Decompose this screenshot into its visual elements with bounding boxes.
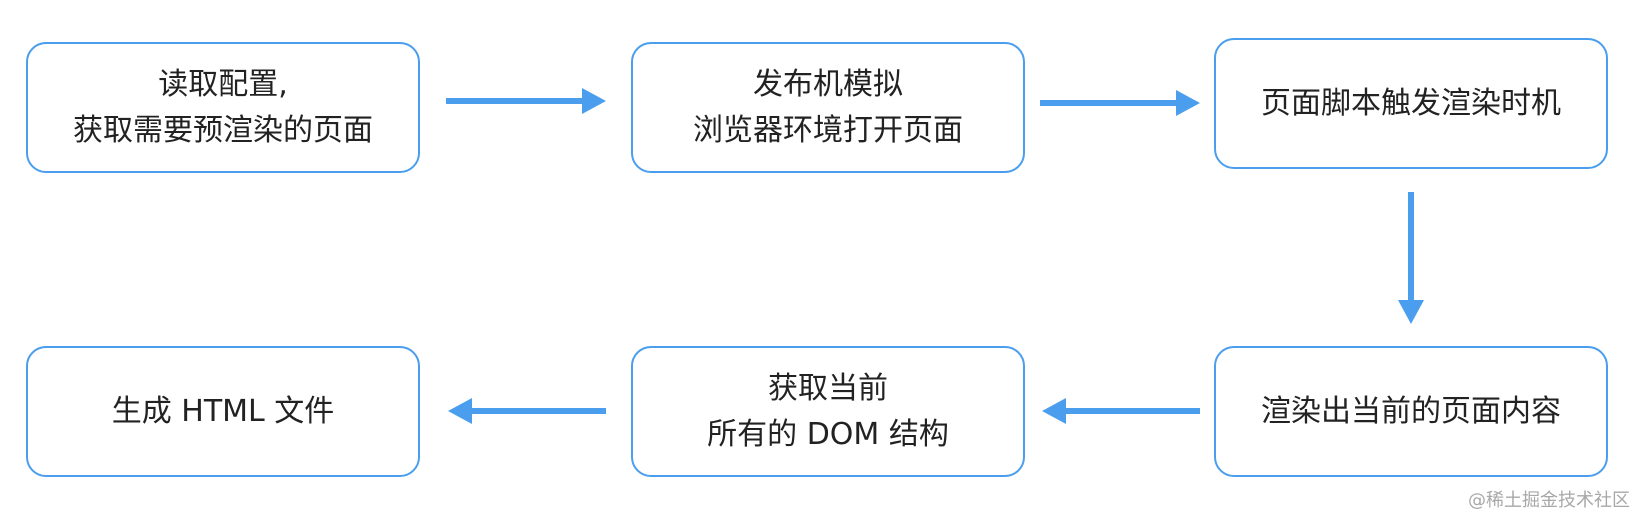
watermark: @稀土掘金技术社区 [1468, 490, 1630, 511]
arrow-script-trigger-to-render [1398, 192, 1424, 324]
node-publisher-simulate-line2: 浏览器环境打开页面 [693, 112, 963, 148]
node-publisher-simulate: 发布机模拟 浏览器环境打开页面 [631, 42, 1025, 173]
node-read-config: 读取配置, 获取需要预渲染的页面 [26, 42, 420, 173]
arrow-publisher-to-script-trigger [1040, 90, 1200, 116]
node-generate-html-line1: 生成 HTML 文件 [111, 393, 335, 429]
node-read-config-line2: 获取需要预渲染的页面 [73, 112, 373, 148]
node-script-trigger: 页面脚本触发渲染时机 [1214, 38, 1608, 169]
arrow-get-dom-to-generate-html [448, 398, 606, 424]
node-render-content: 渲染出当前的页面内容 [1214, 346, 1608, 477]
node-generate-html: 生成 HTML 文件 [26, 346, 420, 477]
node-read-config-line1: 读取配置, [158, 66, 288, 102]
node-get-dom-line1: 获取当前 [768, 370, 888, 406]
node-publisher-simulate-line1: 发布机模拟 [753, 66, 903, 102]
arrow-render-to-get-dom [1042, 398, 1200, 424]
arrow-read-config-to-publisher [446, 88, 606, 114]
node-get-dom-line2: 所有的 DOM 结构 [707, 416, 949, 452]
node-script-trigger-line1: 页面脚本触发渲染时机 [1261, 85, 1561, 121]
node-get-dom: 获取当前 所有的 DOM 结构 [631, 346, 1025, 477]
node-render-content-line1: 渲染出当前的页面内容 [1261, 393, 1561, 429]
